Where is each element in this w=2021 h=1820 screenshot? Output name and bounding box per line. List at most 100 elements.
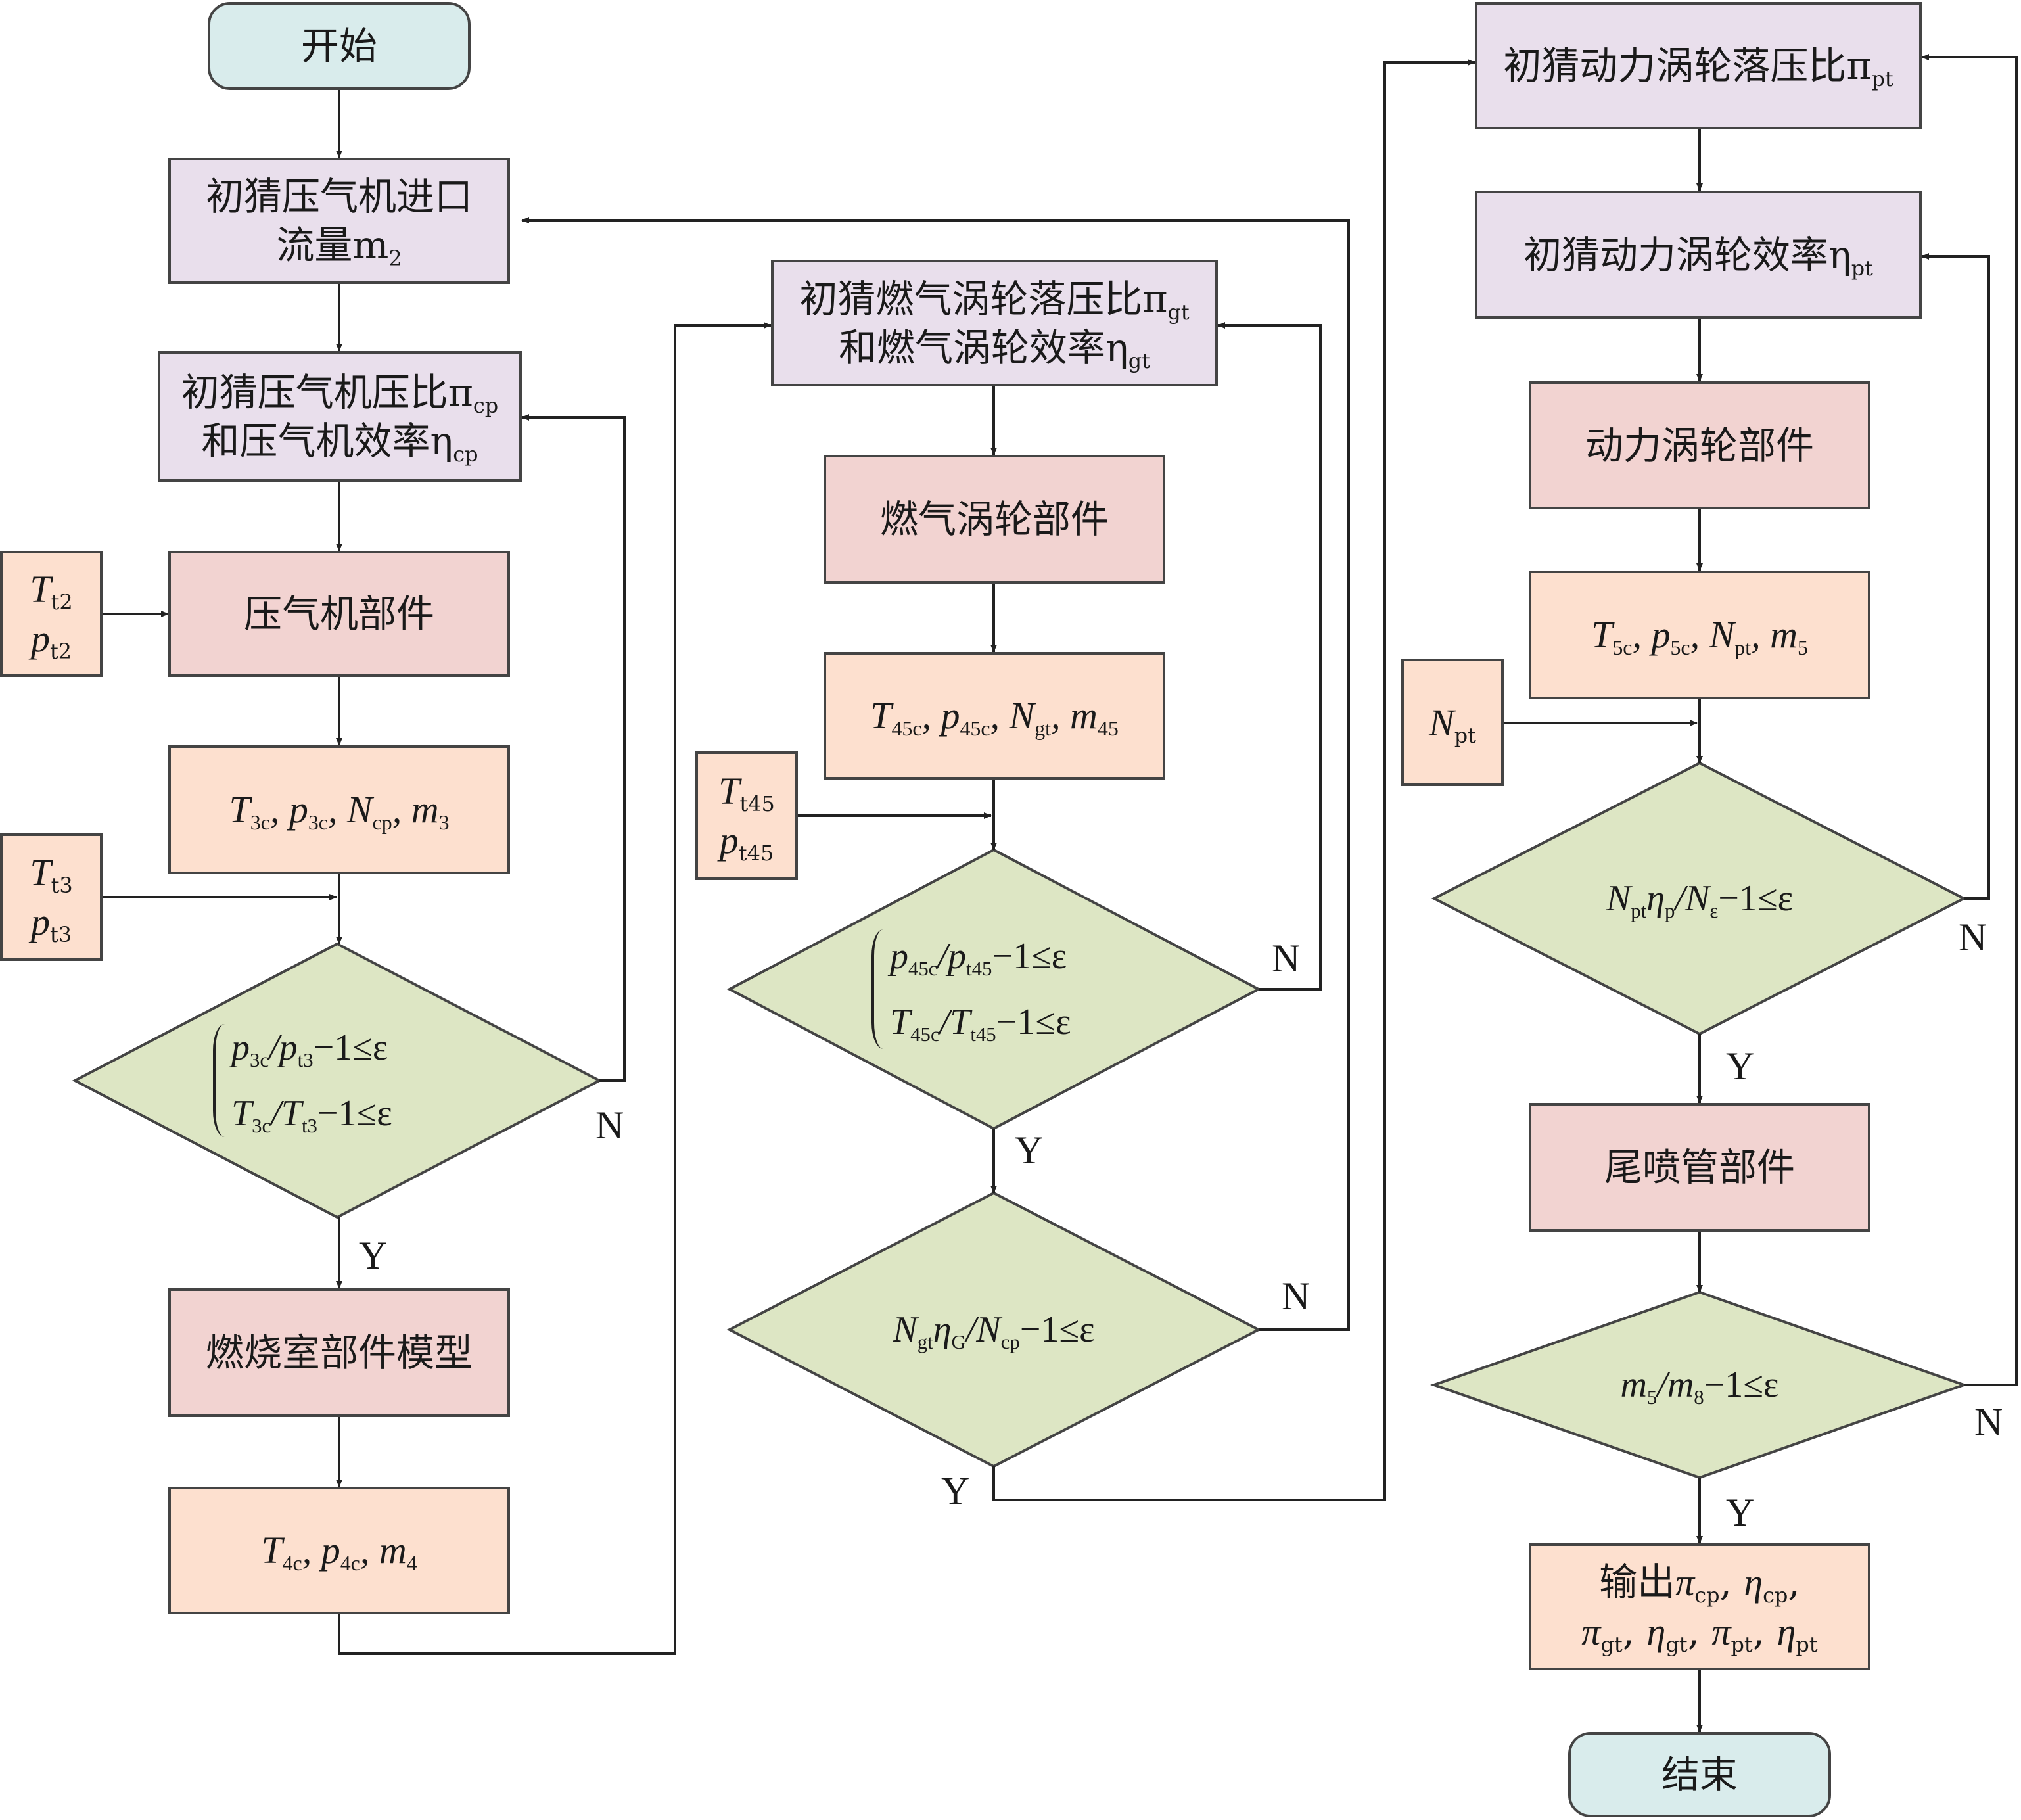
label-no-gas-turbine: N [1272, 937, 1301, 980]
dec-gt2-c: /N [965, 1309, 1001, 1350]
cp-out-m: m [411, 788, 439, 831]
input-t3-T: T [30, 851, 51, 894]
dec-gt1-l2-b-sub: t45 [970, 1023, 996, 1046]
decision-power-balance-text: NgtηG/Ncp−1≤ε [828, 1297, 1159, 1363]
input-t2-T-sub: t2 [51, 590, 73, 615]
compressor-output-box: T3c, p3c, Ncp, m3 [168, 745, 510, 874]
final-output-box: 输出πcp, ηcp, πgt, ηgt, πpt, ηpt [1529, 1543, 1870, 1670]
decision-compressor-text: p3c/pt3−1≤ε T3c/Tt3−1≤ε [208, 1015, 484, 1146]
dec-cp-l1-c: −1≤ε [313, 1027, 388, 1068]
nozzle-component-label: 尾喷管部件 [1604, 1145, 1795, 1190]
cb-out-T-sub: 4c [282, 1552, 302, 1575]
output-l2-b: η [1646, 1610, 1666, 1653]
input-npt-N: N [1429, 701, 1454, 744]
input-t3-box: Tt3 pt3 [0, 833, 103, 961]
gt-out-p: p [941, 694, 960, 737]
power-turbine-output-box: T5c, p5c, Npt, m5 [1529, 571, 1870, 699]
input-t45-T: T [718, 770, 740, 812]
output-l1-b: η [1744, 1560, 1763, 1604]
input-t45-p: p [719, 819, 739, 862]
guess-gas-turbine-box: 初猜燃气涡轮落压比πgt 和燃气涡轮效率ηgt [771, 260, 1218, 386]
input-t45-T-sub: t45 [739, 791, 775, 817]
cb-out-p-sub: 4c [340, 1552, 360, 1575]
cp-out-p: p [289, 788, 308, 831]
dec-cp-l2-c: −1≤ε [317, 1093, 392, 1134]
guess-inlet-flow-box: 初猜压气机进口 流量m2 [168, 158, 510, 284]
edge-decision-cp-no [521, 414, 626, 1082]
guess-power-turbine-ratio-box: 初猜动力涡轮落压比πpt [1475, 2, 1922, 129]
gas-turbine-component-label: 燃气涡轮部件 [879, 497, 1109, 542]
label-yes-gas-turbine: Y [1015, 1129, 1044, 1172]
power-turbine-component-label: 动力涡轮部件 [1585, 423, 1814, 468]
input-t2-T: T [30, 568, 51, 611]
label-no-compressor: N [595, 1104, 624, 1147]
pt-out-m: m [1770, 613, 1798, 656]
cb-out-m: m [379, 1529, 407, 1572]
start-terminal: 开始 [208, 2, 471, 90]
output-l2-a: π [1581, 1610, 1601, 1653]
label-yes-power-balance: Y [941, 1469, 970, 1512]
gas-turbine-output-box: T45c, p45c, Ngt, m45 [824, 652, 1165, 780]
cp-out-N: N [346, 788, 373, 831]
dec-noz-b: /m [1657, 1365, 1694, 1405]
dec-pt-c-sub: ε [1709, 899, 1719, 922]
guess-inlet-flow-line1: 初猜压气机进口 [205, 174, 473, 219]
label-no-power-turbine: N [1959, 916, 1987, 959]
output-prefix: 输出 [1599, 1559, 1676, 1604]
output-l1-a-sub: cp [1694, 1582, 1720, 1608]
combustor-component-label: 燃烧室部件模型 [205, 1330, 473, 1375]
combustor-output-box: T4c, p4c, m4 [168, 1487, 510, 1614]
input-t45-box: Tt45 pt45 [695, 751, 798, 880]
dec-gt1-l2-a: T [890, 1002, 911, 1042]
output-l2-c: π [1711, 1610, 1731, 1653]
gt-out-T-sub: 45c [891, 717, 922, 741]
dec-pt-d: −1≤ε [1718, 878, 1794, 919]
guess-cp-line2: 和压气机效率η [201, 418, 453, 463]
guess-compressor-ratio-box: 初猜压气机压比πcp 和压气机效率ηcp [158, 351, 522, 482]
guess-inlet-flow-sub: 2 [388, 246, 402, 271]
output-l2-d: η [1777, 1610, 1796, 1653]
dec-cp-l1-b-sub: t3 [297, 1048, 314, 1071]
dec-pt-a-sub: pt [1631, 899, 1647, 922]
guess-inlet-flow-line2: 流量m [276, 223, 389, 268]
guess-cp-line1: 初猜压气机压比π [181, 369, 473, 415]
dec-noz-a: m [1620, 1365, 1647, 1405]
output-l1-a: π [1675, 1560, 1695, 1604]
dec-gt1-l2-b: /T [939, 1002, 971, 1042]
decision-gas-turbine-text: p45c/pt45−1≤ε T45c/Tt45−1≤ε [866, 920, 1155, 1058]
input-t2-p-sub: t2 [49, 639, 72, 665]
guess-pt-ratio-sub: pt [1871, 66, 1893, 92]
decision-power-turbine-text: Nptηp/Nε−1≤ε [1534, 866, 1865, 931]
input-t2-p: p [30, 617, 50, 660]
compressor-component-label: 压气机部件 [243, 592, 434, 636]
pt-out-N: N [1709, 613, 1735, 656]
pt-out-N-sub: pt [1734, 636, 1752, 660]
guess-gt-line1: 初猜燃气涡轮落压比π [799, 276, 1168, 321]
dec-gt2-d: −1≤ε [1019, 1309, 1095, 1350]
label-no-nozzle: N [1974, 1400, 2003, 1443]
edge-decision-noz-no [1921, 54, 2018, 1386]
label-yes-power-turbine: Y [1726, 1044, 1755, 1088]
cp-out-T-sub: 3c [250, 811, 270, 835]
edge-decision-pt-no [1921, 253, 1990, 900]
dec-gt2-c-sub: cp [1000, 1330, 1020, 1353]
guess-power-turbine-eff-box: 初猜动力涡轮效率ηpt [1475, 191, 1922, 319]
dec-gt1-l1-b: /p [937, 936, 967, 977]
dec-gt2-a-sub: gt [917, 1330, 933, 1353]
combustor-component-box: 燃烧室部件模型 [168, 1288, 510, 1417]
cb-out-m-sub: 4 [406, 1552, 417, 1575]
power-turbine-component-box: 动力涡轮部件 [1529, 381, 1870, 509]
guess-gt-line2-sub: gt [1128, 348, 1150, 373]
nozzle-component-box: 尾喷管部件 [1529, 1103, 1870, 1232]
output-l2-b-sub: gt [1665, 1631, 1688, 1657]
dec-pt-b: η [1646, 878, 1665, 919]
cp-out-N-sub: cp [372, 811, 392, 835]
dec-gt1-l2-c: −1≤ε [996, 1002, 1071, 1042]
edge-decision-gt2-yes [992, 59, 1475, 1501]
guess-gt-line1-sub: gt [1167, 299, 1190, 325]
cp-out-p-sub: 3c [308, 811, 328, 835]
dec-noz-c: −1≤ε [1704, 1365, 1779, 1405]
input-npt-box: Npt [1401, 659, 1504, 786]
dec-gt1-l1-b-sub: t45 [966, 957, 992, 980]
pt-out-T-sub: 5c [1612, 636, 1633, 660]
